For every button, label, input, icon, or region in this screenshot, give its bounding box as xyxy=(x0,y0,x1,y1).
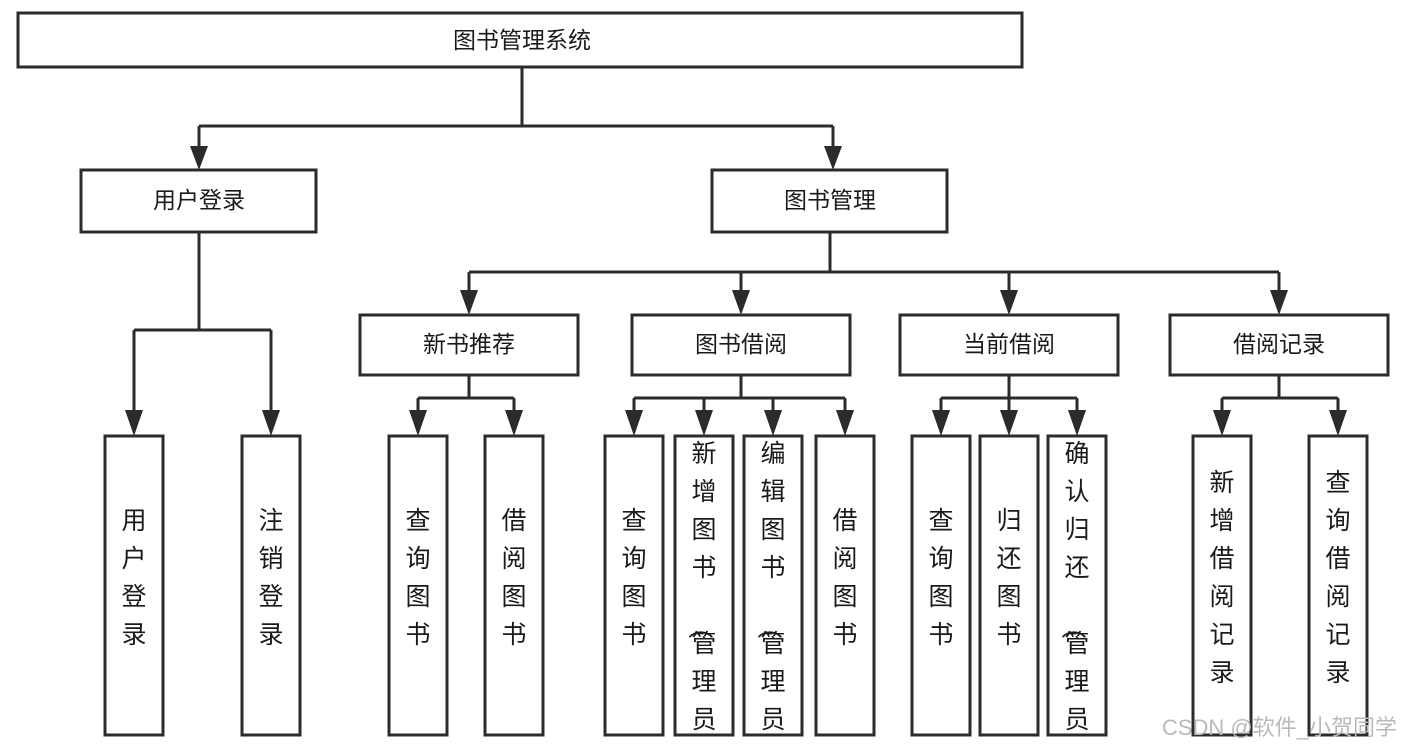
connector-currentborrow-to-leaves xyxy=(932,375,1086,436)
node-root-system-label: 图书管理系统 xyxy=(453,27,591,53)
node-leaf-query-book-1-label: 查询图书 xyxy=(405,507,430,649)
node-leaf-query-record-label: 查询借阅记录 xyxy=(1325,469,1350,687)
node-leaf-add-book-label: 新增图书（管理员） xyxy=(685,440,716,747)
node-leaf-user-login[interactable]: 用户登录 xyxy=(103,434,165,737)
node-current-borrow[interactable]: 当前借阅 xyxy=(898,313,1120,377)
node-root-system[interactable]: 图书管理系统 xyxy=(16,11,1024,69)
node-borrow-record-label: 借阅记录 xyxy=(1233,331,1325,357)
node-leaf-confirm-return-label: 确认归还（管理员） xyxy=(1058,440,1089,747)
node-leaf-edit-book-label: 编辑图书（管理员） xyxy=(754,440,785,747)
node-leaf-return-book-label: 归还图书 xyxy=(996,507,1021,649)
node-new-book-recommend-label: 新书推荐 xyxy=(423,331,515,357)
node-book-borrow-label: 图书借阅 xyxy=(695,331,787,357)
node-borrow-record[interactable]: 借阅记录 xyxy=(1168,313,1390,377)
node-book-management[interactable]: 图书管理 xyxy=(710,168,949,234)
node-leaf-borrow-book-1-label: 借阅图书 xyxy=(501,507,526,649)
node-leaf-add-record-label: 新增借阅记录 xyxy=(1209,469,1234,687)
node-leaf-borrow-book-2[interactable]: 借阅图书 xyxy=(814,434,876,737)
connector-userlogin-to-leaves xyxy=(125,232,280,436)
connector-newbook-to-leaves xyxy=(409,375,523,436)
node-leaf-borrow-book-1[interactable]: 借阅图书 xyxy=(483,434,545,737)
node-new-book-recommend[interactable]: 新书推荐 xyxy=(358,313,580,377)
node-leaf-add-book[interactable]: 新增图书（管理员） xyxy=(673,434,735,747)
node-leaf-return-book[interactable]: 归还图书 xyxy=(978,434,1040,737)
node-leaf-query-record[interactable]: 查询借阅记录 xyxy=(1307,434,1369,737)
node-leaf-add-record[interactable]: 新增借阅记录 xyxy=(1191,434,1253,737)
node-leaf-logout-login[interactable]: 注销登录 xyxy=(240,434,302,737)
node-leaf-logout-login-label: 注销登录 xyxy=(258,507,283,649)
connector-bookmgmt-to-level3 xyxy=(460,232,1288,315)
node-current-borrow-label: 当前借阅 xyxy=(963,331,1055,357)
node-leaf-query-book-2-label: 查询图书 xyxy=(621,507,646,649)
node-leaf-query-book-2[interactable]: 查询图书 xyxy=(603,434,665,737)
node-leaf-query-book-1[interactable]: 查询图书 xyxy=(387,434,449,737)
node-book-management-label: 图书管理 xyxy=(784,187,876,213)
node-leaf-confirm-return[interactable]: 确认归还（管理员） xyxy=(1046,434,1108,747)
node-user-login[interactable]: 用户登录 xyxy=(79,168,318,234)
connector-bookborrow-to-leaves xyxy=(625,375,854,436)
connector-root-to-level2 xyxy=(190,67,842,170)
node-leaf-borrow-book-2-label: 借阅图书 xyxy=(832,507,857,649)
node-leaf-edit-book[interactable]: 编辑图书（管理员） xyxy=(742,434,804,747)
csdn-watermark: CSDN @软件_小贺同学 xyxy=(1162,715,1397,740)
node-leaf-user-login-label: 用户登录 xyxy=(121,507,146,649)
node-book-borrow[interactable]: 图书借阅 xyxy=(630,313,852,377)
node-leaf-query-book-3[interactable]: 查询图书 xyxy=(910,434,972,737)
node-leaf-query-book-3-label: 查询图书 xyxy=(928,507,953,649)
node-user-login-label: 用户登录 xyxy=(153,187,245,213)
connector-borrowrecord-to-leaves xyxy=(1213,375,1347,436)
